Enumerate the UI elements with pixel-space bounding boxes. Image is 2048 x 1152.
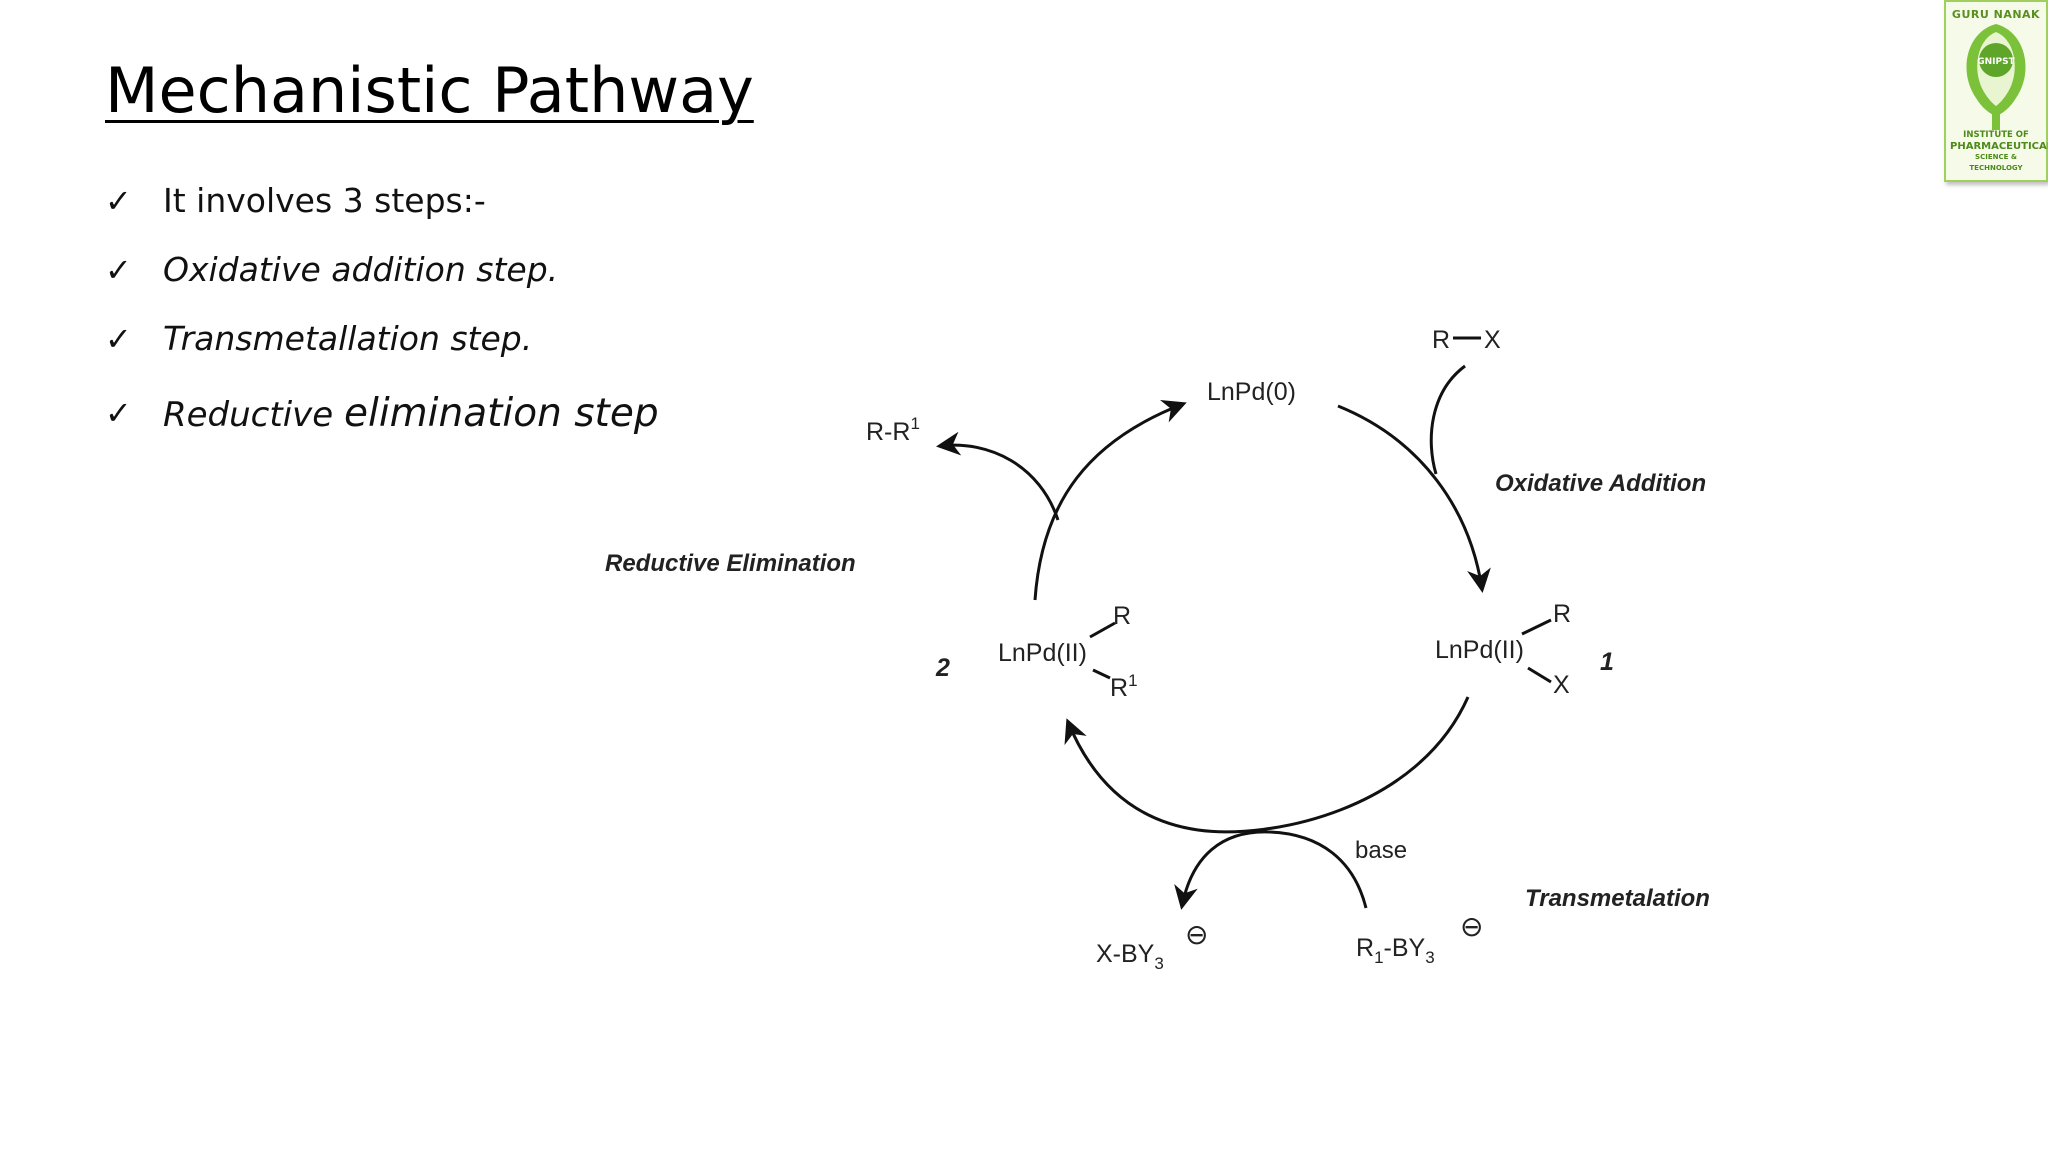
product-release-arrow bbox=[936, 431, 1060, 521]
bullet-text: Oxidative addition step. bbox=[163, 250, 559, 289]
logo-top-text: GURU NANAK bbox=[1951, 8, 2041, 21]
transmetalation-label: Transmetalation bbox=[1525, 885, 1710, 912]
logo-bottom-line: INSTITUTE OF bbox=[1963, 130, 2029, 140]
reductive-elimination-label: Reductive Elimination bbox=[605, 550, 856, 577]
byproduct-label: X-BY3 bbox=[1096, 940, 1164, 973]
bullet-item: ✓ It involves 3 steps:- bbox=[105, 166, 659, 235]
logo-emblem-icon: GNIPST bbox=[1966, 24, 2026, 130]
boronate-charge-icon: ⊖ bbox=[1460, 911, 1483, 942]
intermediate-2-r: R bbox=[1113, 602, 1131, 630]
boronate-r-sub: 1 bbox=[1374, 948, 1383, 967]
substrate-x: X bbox=[1484, 326, 1501, 354]
institute-logo: GURU NANAK GNIPST INSTITUTE OF PHARMACEU… bbox=[1944, 0, 2048, 182]
boronate-rest: -BY bbox=[1384, 934, 1426, 962]
intermediate-2-bond-r1 bbox=[1092, 668, 1111, 680]
boronate-r: R bbox=[1356, 934, 1374, 962]
intermediate-2-number: 2 bbox=[935, 654, 950, 682]
boronate-y-sub: 3 bbox=[1425, 948, 1434, 967]
byproduct-charge-icon: ⊖ bbox=[1185, 919, 1208, 950]
bullet-item: ✓ Oxidative addition step. bbox=[105, 235, 659, 304]
product-sup: 1 bbox=[910, 414, 919, 433]
intermediate-1-bond-x bbox=[1527, 666, 1552, 684]
intermediate-2-r1-sup: 1 bbox=[1128, 671, 1137, 690]
byproduct-base: X-BY bbox=[1096, 940, 1155, 968]
bullet-item: ✓ Transmetallation step. bbox=[105, 304, 659, 373]
byproduct-sub: 3 bbox=[1154, 954, 1163, 973]
transmetalation-arrow bbox=[1064, 696, 1470, 834]
reductive-elimination-arrow bbox=[1033, 400, 1187, 601]
intermediate-1-bond-r bbox=[1521, 618, 1552, 636]
intermediate-2-r1: R1 bbox=[1110, 671, 1138, 702]
bullet-text: Transmetallation step. bbox=[163, 319, 533, 358]
substrate-r: R bbox=[1432, 326, 1450, 354]
logo-bottom-line: PHARMACEUTICAL bbox=[1950, 141, 2048, 152]
intermediate-2-bond-r bbox=[1089, 621, 1116, 639]
catalyst-label: LnPd(0) bbox=[1207, 378, 1296, 406]
product-base: R-R bbox=[866, 418, 910, 446]
intermediate-2-core: LnPd(II) bbox=[998, 639, 1087, 667]
checkmark-icon: ✓ bbox=[105, 181, 132, 220]
logo-bottom-line: SCIENCE & TECHNOLOGY bbox=[1969, 153, 2023, 172]
bullet-text: Reductive elimination step bbox=[163, 391, 659, 436]
base-label: base bbox=[1355, 837, 1407, 864]
boronate-label: R1-BY3 bbox=[1356, 934, 1435, 967]
intermediate-1-x: X bbox=[1553, 671, 1570, 699]
intermediate-1-number: 1 bbox=[1600, 648, 1614, 676]
intermediate-1-core: LnPd(II) bbox=[1435, 636, 1524, 664]
checkmark-icon: ✓ bbox=[105, 394, 132, 432]
bullet-text: It involves 3 steps:- bbox=[163, 181, 486, 220]
substrate-entry-arrow bbox=[1429, 364, 1466, 475]
product-label: R-R1 bbox=[866, 414, 920, 446]
logo-bottom-text: INSTITUTE OF PHARMACEUTICAL SCIENCE & TE… bbox=[1950, 130, 2048, 174]
boronate-entry-arrow bbox=[1269, 830, 1368, 909]
checkmark-icon: ✓ bbox=[105, 319, 132, 358]
logo-center-text: GNIPST bbox=[1977, 57, 2015, 67]
intermediate-1-r: R bbox=[1553, 600, 1571, 628]
bullet-text-part: elimination step bbox=[344, 390, 659, 436]
bullet-text-part: Reductive bbox=[163, 394, 344, 435]
slide-title: Mechanistic Pathway bbox=[105, 54, 754, 127]
bullet-item: ✓ Reductive elimination step bbox=[105, 373, 659, 453]
byproduct-release-arrow bbox=[1174, 830, 1271, 910]
bullet-list: ✓ It involves 3 steps:- ✓ Oxidative addi… bbox=[105, 166, 659, 453]
oxidative-addition-label: Oxidative Addition bbox=[1495, 470, 1706, 497]
intermediate-2-r1-base: R bbox=[1110, 674, 1128, 702]
oxidative-addition-arrow bbox=[1337, 404, 1491, 593]
checkmark-icon: ✓ bbox=[105, 250, 132, 289]
